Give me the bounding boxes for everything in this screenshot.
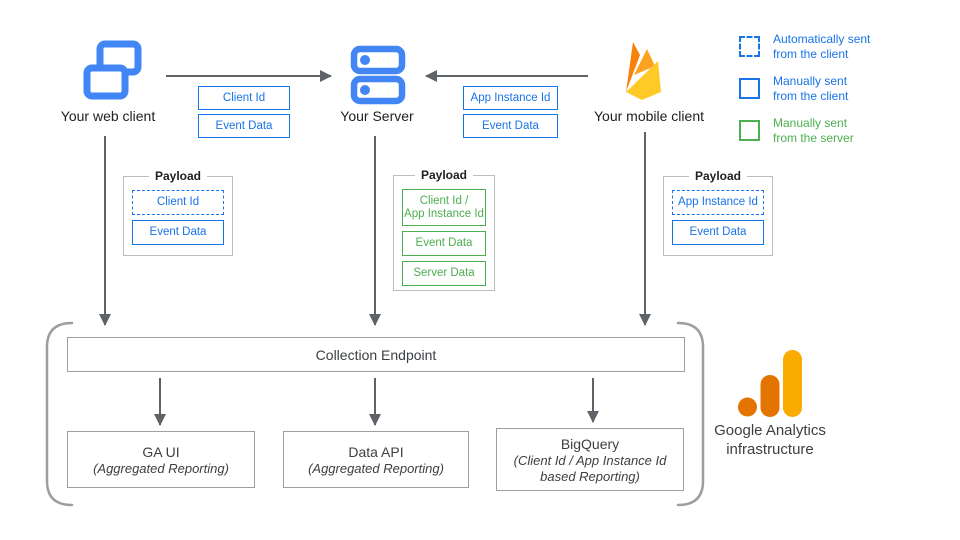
server-payload-box: Payload Client Id / App Instance Id Even… — [393, 168, 495, 291]
server-payload-title: Payload — [414, 168, 474, 182]
server-icon — [350, 45, 406, 105]
server-label: Your Server — [340, 108, 414, 124]
web-payload-item-event-data: Event Data — [132, 220, 224, 245]
edge-label-event-data-web: Event Data — [198, 114, 290, 138]
bigquery-title: BigQuery — [560, 435, 620, 452]
legend-label-manual-client: Manually sent from the client — [773, 74, 849, 103]
collection-endpoint-box: Collection Endpoint — [67, 337, 685, 372]
data-api-title: Data API — [348, 443, 404, 460]
mobile-payload-box: Payload App Instance Id Event Data — [663, 169, 773, 256]
legend-item-manual-client: Manually sent from the client — [739, 74, 848, 103]
ga-ui-subtitle: (Aggregated Reporting) — [93, 460, 229, 476]
edge-label-client-id: Client Id — [198, 86, 290, 110]
server-payload-item-ids: Client Id / App Instance Id — [402, 189, 486, 226]
mobile-payload-title: Payload — [688, 169, 748, 183]
ga-ui-title: GA UI — [142, 443, 180, 460]
legend-swatch-solid-green — [739, 120, 760, 141]
ga-ui-box: GA UI (Aggregated Reporting) — [67, 431, 255, 488]
legend-item-auto-client: Automatically sent from the client — [739, 32, 870, 61]
web-windows-icon — [83, 40, 142, 100]
mobile-client-label: Your mobile client — [594, 108, 704, 124]
firebase-icon — [626, 42, 661, 100]
mobile-payload-item-event-data: Event Data — [672, 220, 764, 245]
bigquery-box: BigQuery (Client Id / App Instance Id ba… — [496, 428, 684, 491]
google-analytics-logo-icon — [738, 350, 802, 417]
data-api-box: Data API (Aggregated Reporting) — [283, 431, 469, 488]
server-payload-item-event-data: Event Data — [402, 231, 486, 256]
web-payload-box: Payload Client Id Event Data — [123, 169, 233, 256]
web-payload-title: Payload — [148, 169, 208, 183]
edge-label-event-data-mobile: Event Data — [463, 114, 558, 138]
google-analytics-infrastructure-label: Google Analytics infrastructure — [714, 422, 826, 458]
legend-swatch-solid-blue — [739, 78, 760, 99]
legend-swatch-dashed-blue — [739, 36, 760, 57]
legend-label-auto-client: Automatically sent from the client — [773, 32, 871, 61]
server-payload-item-server-data: Server Data — [402, 261, 486, 286]
web-client-label: Your web client — [60, 108, 156, 124]
mobile-payload-item-app-instance-id: App Instance Id — [672, 190, 764, 215]
web-payload-item-client-id: Client Id — [132, 190, 224, 215]
legend-item-manual-server: Manually sent from the server — [739, 116, 854, 145]
bigquery-subtitle: (Client Id / App Instance Id based Repor… — [513, 452, 667, 484]
data-api-subtitle: (Aggregated Reporting) — [308, 460, 444, 476]
legend-label-manual-server: Manually sent from the server — [773, 116, 854, 145]
edge-label-app-instance-id: App Instance Id — [463, 86, 558, 110]
